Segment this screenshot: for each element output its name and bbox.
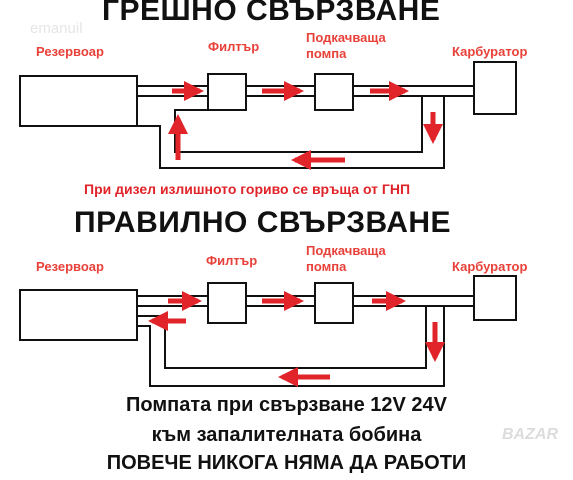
wrong-tank-label: Резервоар [36, 44, 104, 59]
right-carb-box [473, 275, 517, 321]
right-title: ПРАВИЛНО СВЪРЗВАНЕ [74, 206, 452, 239]
right-carb-label: Карбуратор [452, 259, 528, 274]
wrong-diagram [19, 61, 517, 169]
footer-line-1: Помпата при свързване 12V 24V [126, 394, 447, 416]
right-tank-label: Резервоар [36, 259, 104, 274]
wrong-note: При дизел излишното гориво се връща от Г… [84, 181, 411, 197]
bazar-badge: BAZAR [502, 426, 558, 443]
footer-line-3: ПОВЕЧЕ НИКОГА НЯМА ДА РАБОТИ [106, 452, 467, 474]
wrong-tank-box [19, 75, 138, 127]
right-filter-label: Филтър [206, 253, 258, 268]
footer-line-2: към запалителната бобина [151, 424, 422, 446]
watermark-text: emanuil [30, 20, 83, 37]
wrong-pump-label-2: помпа [306, 46, 347, 61]
right-tank-box [19, 289, 138, 341]
right-diagram [19, 275, 517, 387]
wrong-pump-label-1: Подкачваща [306, 30, 386, 45]
right-pump-label-1: Подкачваща [306, 243, 386, 258]
wrong-filter-label: Филтър [208, 39, 260, 54]
wrong-carb-label: Карбуратор [452, 44, 528, 59]
right-pump-box [314, 282, 354, 324]
wrong-title: ГРЕШНО СВЪРЗВАНЕ [102, 0, 441, 27]
wrong-carb-box [473, 61, 517, 115]
wrong-filter-box [207, 73, 247, 111]
right-filter-box [207, 282, 247, 324]
right-pump-label-2: помпа [306, 259, 347, 274]
wrong-arrows [168, 81, 443, 170]
wrong-pump-box [314, 73, 354, 111]
right-arrows [148, 291, 445, 387]
